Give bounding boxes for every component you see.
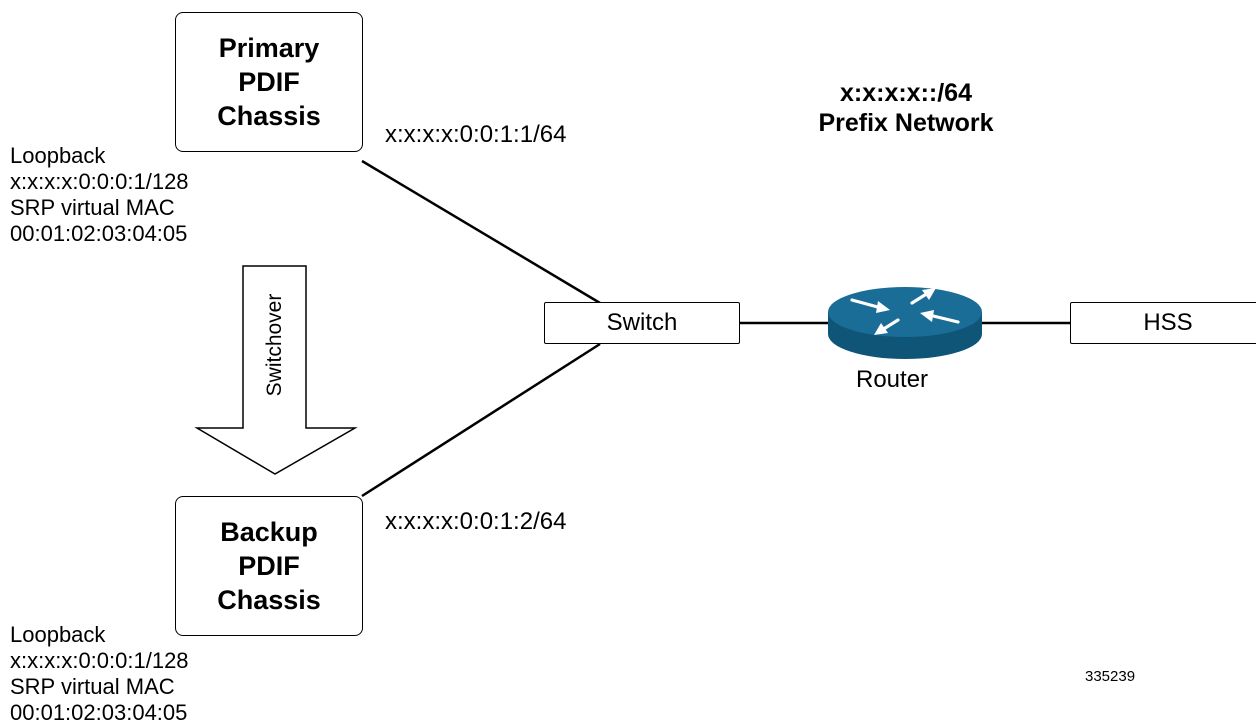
link-backup-to-switch [361, 342, 601, 498]
backup-srp-mac: 00:01:02:03:04:05 [10, 700, 188, 725]
backup-pdif-chassis: Backup PDIF Chassis [175, 496, 363, 636]
primary-loopback-address: x:x:x:x:0:0:0:1/128 [10, 169, 189, 194]
primary-loopback-info: Loopback x:x:x:x:0:0:0:1/128 SRP virtual… [10, 143, 189, 247]
backup-srp-label: SRP virtual MAC [10, 674, 175, 699]
primary-srp-mac: 00:01:02:03:04:05 [10, 221, 188, 246]
primary-pdif-chassis: Primary PDIF Chassis [175, 12, 363, 152]
primary-srp-label: SRP virtual MAC [10, 195, 175, 220]
primary-chassis-line-2: PDIF [238, 67, 300, 97]
switch-label: Switch [606, 309, 678, 336]
backup-loopback-address: x:x:x:x:0:0:0:1/128 [10, 648, 189, 673]
backup-ip-address: x:x:x:x:0:0:1:2/64 [385, 508, 567, 535]
primary-ip-address: x:x:x:x:0:0:1:1/64 [385, 121, 567, 148]
primary-chassis-line-1: Primary [218, 33, 320, 63]
backup-chassis-line-3: Chassis [217, 585, 321, 615]
hss-label: HSS [1143, 309, 1193, 336]
prefix-network-label: x:x:x:x::/64 Prefix Network [776, 78, 1036, 138]
backup-loopback-info: Loopback x:x:x:x:0:0:0:1/128 SRP virtual… [10, 622, 189, 726]
backup-chassis-line-1: Backup [220, 517, 318, 547]
router-icon [828, 287, 982, 359]
link-primary-to-switch [361, 159, 601, 305]
primary-loopback-label: Loopback [10, 143, 106, 168]
router-label: Router [856, 366, 929, 393]
switchover-arrow [194, 265, 358, 475]
prefix-network-title: Prefix Network [818, 109, 994, 137]
figure-id: 335239 [1085, 668, 1136, 685]
switch-box: Switch [544, 302, 740, 344]
backup-loopback-label: Loopback [10, 622, 106, 647]
switchover-label: Switchover [263, 293, 286, 397]
primary-chassis-line-3: Chassis [217, 101, 321, 131]
prefix-network-address: x:x:x:x::/64 [840, 79, 972, 107]
hss-box: HSS [1070, 302, 1256, 344]
backup-chassis-line-2: PDIF [238, 551, 300, 581]
